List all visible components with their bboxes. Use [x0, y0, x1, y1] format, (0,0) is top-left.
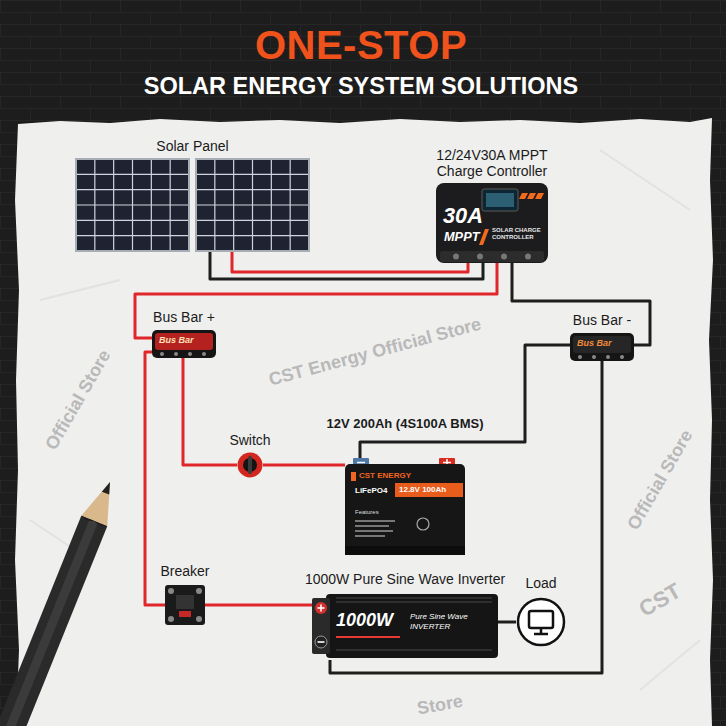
- wire: [205, 604, 312, 607]
- bus-bar: Bus Bar +Bus Bar: [152, 330, 216, 358]
- title: ONE-STOP: [0, 22, 726, 68]
- wire: [512, 263, 650, 345]
- load-monitor-picture: [516, 597, 566, 647]
- wire: [360, 345, 570, 458]
- part-name: Load: [525, 575, 556, 591]
- solar-panel: Solar Panel: [75, 158, 310, 252]
- wire: [232, 252, 468, 272]
- wire: [498, 621, 516, 624]
- bus-bar: Bus Bar -Bus Bar: [570, 333, 634, 361]
- lifepo4-battery: 12V 200Ah (4S100A BMS)CST ENERGYLiFePO41…: [345, 458, 465, 555]
- paper-wrinkles: [30, 150, 700, 690]
- feature-heading: Features: [355, 509, 379, 516]
- battery-switch-picture: [237, 452, 263, 478]
- device-caption: Bus Bar: [159, 335, 194, 345]
- chemistry: LiFePO4: [355, 486, 387, 495]
- device-rating: 30A: [443, 203, 483, 228]
- solar-panel-picture: [75, 158, 310, 252]
- part-name: Bus Bar -: [573, 312, 631, 328]
- battery-switch: Switch: [237, 452, 263, 478]
- part-name: 12V 200Ah (4S100A BMS): [326, 417, 483, 432]
- wire: [263, 464, 345, 467]
- part-name: 1000W Pure Sine Wave Inverter: [305, 571, 505, 587]
- brand-name: CST ENERGY: [359, 471, 411, 480]
- device-caption: Pure Sine Wave INVERTER: [410, 612, 480, 631]
- charge-controller: 12/24V30A MPPT Charge Controller30AMPPTS…: [436, 183, 548, 263]
- battery-rating: 12.8V 100Ah: [399, 485, 446, 494]
- part-name: Breaker: [160, 563, 209, 579]
- device-caption: SOLAR CHARGE CONTROLLER: [492, 227, 544, 241]
- device-model: MPPT: [444, 230, 479, 245]
- pencil: [0, 477, 123, 726]
- load-monitor: Load: [516, 597, 566, 647]
- part-name: Bus Bar +: [153, 309, 215, 325]
- part-name: Switch: [229, 432, 270, 448]
- circuit-breaker: Breaker: [165, 585, 205, 625]
- paper-sheet: [15, 118, 713, 726]
- part-name: 12/24V30A MPPT Charge Controller: [422, 147, 562, 179]
- inverter: 1000W Pure Sine Wave Inverter1000WPure S…: [312, 592, 498, 660]
- circuit-breaker-picture: [165, 585, 205, 625]
- part-name: Solar Panel: [156, 138, 228, 154]
- subtitle: SOLAR ENERGY SYSTEM SOLUTIONS: [0, 73, 726, 100]
- device-rating: 1000W: [336, 610, 393, 631]
- device-caption: Bus Bar: [577, 338, 612, 348]
- wire: [183, 358, 237, 465]
